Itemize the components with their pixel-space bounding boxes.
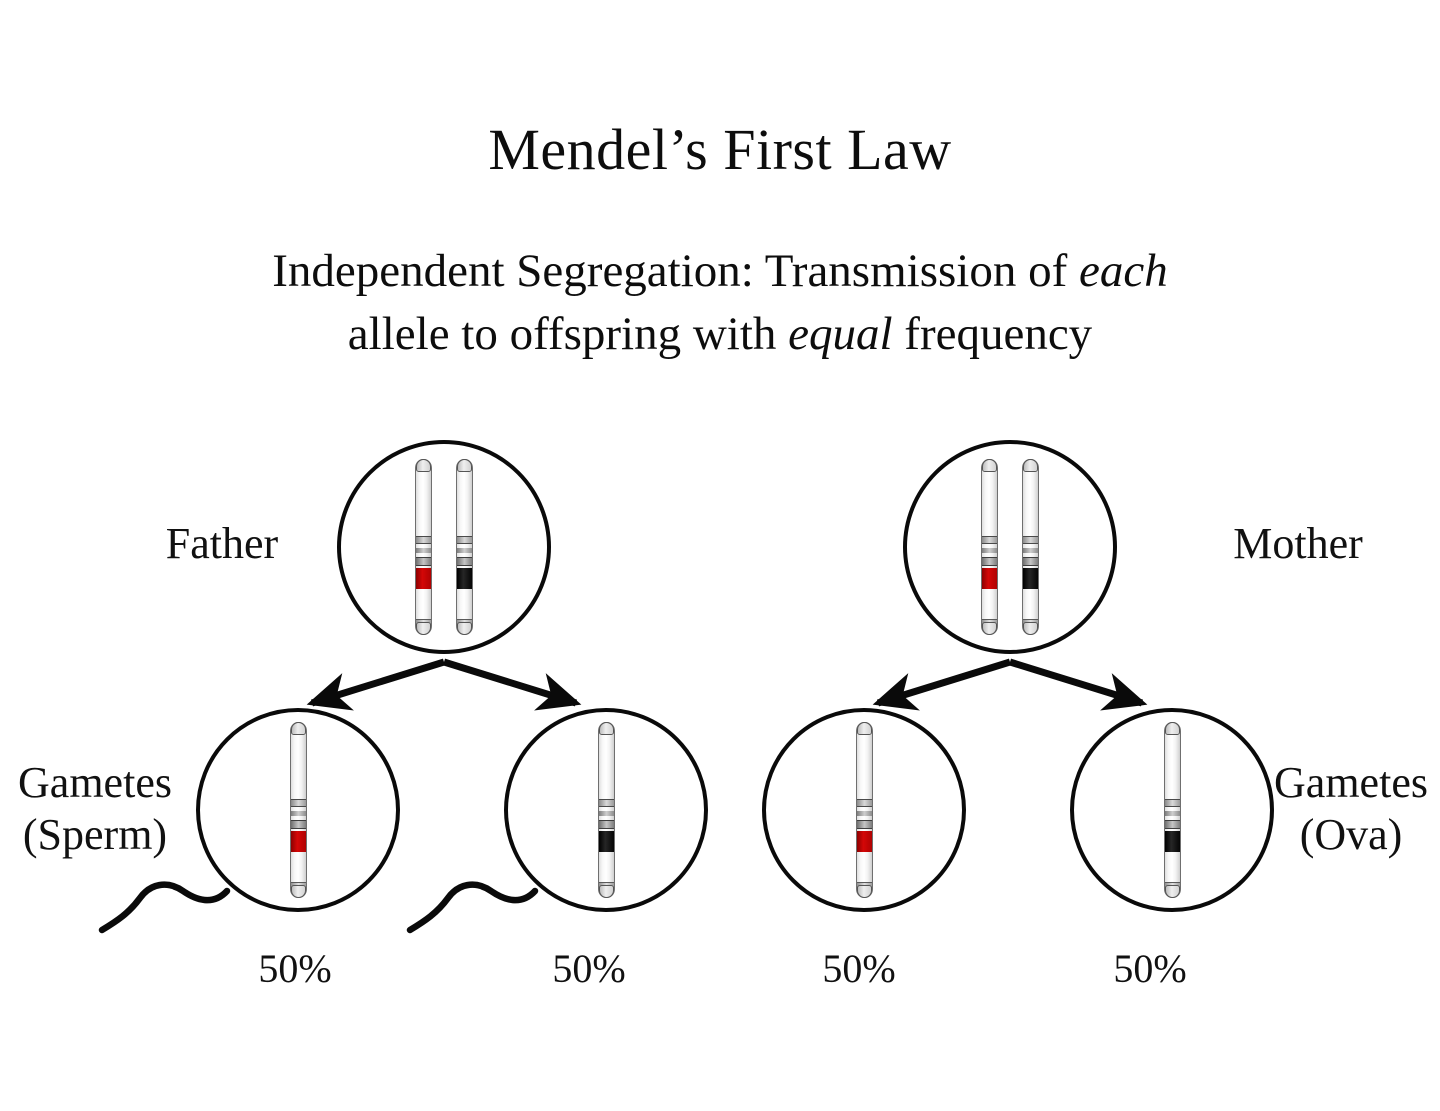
telomere-top <box>457 459 472 472</box>
arrow-father-to-sperm-black <box>442 658 582 711</box>
chromosome-band <box>457 536 472 544</box>
chromosome-sperm-red <box>290 722 307 898</box>
chromosome-band <box>1165 811 1180 816</box>
chromosome-band <box>1023 548 1038 553</box>
telomere-top <box>857 722 872 735</box>
chromatid-body <box>290 722 307 898</box>
chromosome-ovum-red <box>856 722 873 898</box>
telomere-bottom <box>1023 622 1038 635</box>
chromosome-band <box>857 811 872 816</box>
chromatid-body <box>456 459 473 635</box>
chromosome-band <box>1023 536 1038 544</box>
cell-sperm-black <box>504 708 708 912</box>
percent-label-sperm-red: 50% <box>258 946 332 991</box>
cell-ovum-red <box>762 708 966 912</box>
cell-father <box>337 440 551 654</box>
chromosome-father-paternal <box>456 459 473 635</box>
telomere-top <box>599 722 614 735</box>
telomere-bottom <box>1165 885 1180 898</box>
allele-marker-black <box>1023 568 1038 589</box>
label-gametes-ova: Gametes (Ova) <box>1274 758 1428 859</box>
percent-label-sperm-black: 50% <box>552 946 626 991</box>
arrow-group-mother <box>872 658 1148 711</box>
page-title: Mendel’s First Law <box>488 117 952 182</box>
chromosome-father-maternal <box>415 459 432 635</box>
chromatid-body <box>981 459 998 635</box>
chromosome-band <box>1165 820 1180 829</box>
sperm-tail-black <box>406 881 539 934</box>
chromosome-ovum-black <box>1164 722 1181 898</box>
chromosome-mother-maternal <box>981 459 998 635</box>
telomere-bottom <box>457 622 472 635</box>
cell-sperm-red <box>196 708 400 912</box>
allele-marker-black <box>1165 831 1180 852</box>
chromosome-band <box>416 548 431 553</box>
telomere-top <box>1023 459 1038 472</box>
chromosome-band <box>291 811 306 816</box>
chromosome-sperm-black <box>598 722 615 898</box>
chromosome-band <box>291 820 306 829</box>
chromosome-band <box>416 536 431 544</box>
chromosome-band <box>599 799 614 807</box>
chromosome-mother-paternal <box>1022 459 1039 635</box>
subtitle-emphasis-each: each <box>1079 245 1168 297</box>
chromatid-body <box>1164 722 1181 898</box>
allele-marker-red <box>291 831 306 852</box>
chromosome-band <box>982 548 997 553</box>
allele-marker-black <box>599 831 614 852</box>
arrow-father-to-sperm-red <box>306 658 446 711</box>
chromosome-band <box>291 799 306 807</box>
allele-marker-red <box>857 831 872 852</box>
chromosome-band <box>416 557 431 566</box>
telomere-bottom <box>982 622 997 635</box>
allele-marker-black <box>457 568 472 589</box>
arrow-mother-to-ovum-black <box>1008 658 1148 711</box>
telomere-top <box>982 459 997 472</box>
chromosome-band <box>982 557 997 566</box>
sperm-tail-red <box>98 881 231 934</box>
chromosome-band <box>982 536 997 544</box>
subtitle-emphasis-equal: equal <box>788 308 893 361</box>
subtitle-line2-tail: frequency <box>892 308 1093 361</box>
telomere-top <box>1165 722 1180 735</box>
telomere-bottom <box>416 622 431 635</box>
telomere-bottom <box>857 885 872 898</box>
chromatid-body <box>856 722 873 898</box>
chromatid-body <box>1022 459 1039 635</box>
percent-label-ovum-red: 50% <box>822 946 896 991</box>
percent-label-ovum-black: 50% <box>1113 946 1187 991</box>
chromosome-band <box>1023 557 1038 566</box>
chromosome-band <box>857 799 872 807</box>
label-father: Father <box>165 519 279 568</box>
chromosome-band <box>1165 799 1180 807</box>
cell-mother <box>903 440 1117 654</box>
cell-ovum-black <box>1070 708 1274 912</box>
allele-marker-red <box>982 568 997 589</box>
chromosome-band <box>599 820 614 829</box>
telomere-top <box>291 722 306 735</box>
telomere-bottom <box>599 885 614 898</box>
chromatid-body <box>415 459 432 635</box>
label-gametes-sperm: Gametes (Sperm) <box>18 758 172 859</box>
arrow-mother-to-ovum-red <box>872 658 1012 711</box>
chromosome-band <box>857 820 872 829</box>
chromosome-band <box>599 811 614 816</box>
chromatid-body <box>598 722 615 898</box>
telomere-top <box>416 459 431 472</box>
subtitle-line1-text: Independent Segregation: Transmission of <box>272 245 1080 297</box>
subtitle: Independent Segregation: Transmission of… <box>120 240 1320 367</box>
label-mother: Mother <box>1233 519 1363 568</box>
arrow-group-father <box>306 658 582 711</box>
chromosome-band <box>457 548 472 553</box>
subtitle-line2-text: allele to offspring with <box>347 308 789 361</box>
chromosome-band <box>457 557 472 566</box>
telomere-bottom <box>291 885 306 898</box>
allele-marker-red <box>416 568 431 589</box>
